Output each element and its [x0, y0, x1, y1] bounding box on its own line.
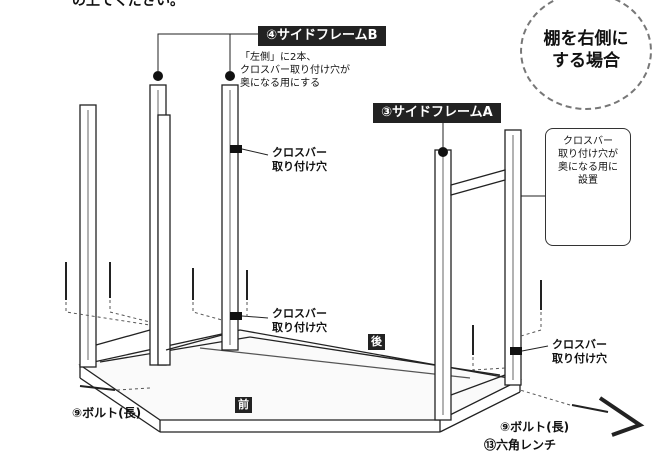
- bolt-long-label-right: ⑨ボルト(長): [500, 420, 570, 434]
- side-frame-a-top-bar: [450, 169, 506, 196]
- note-line: 奥になる用にする: [240, 78, 321, 89]
- side-frame-b-inner: [157, 114, 171, 366]
- side-frame-b-note: 「左側」に2本、 クロスバー取り付け穴が 奥になる用にする: [240, 51, 350, 90]
- circle-line: 棚を右側に: [543, 29, 629, 49]
- side-frame-a-front: [434, 149, 452, 421]
- side-frame-b-right: [221, 84, 239, 351]
- label-line: 取り付け穴: [272, 160, 327, 173]
- side-frame-a-label: ③サイドフレームA: [373, 103, 501, 123]
- label-line: クロスバー: [272, 307, 327, 320]
- front-marker: 前: [235, 397, 252, 413]
- circle-line: する場合: [552, 51, 620, 71]
- crossbar-hole-marker: [230, 145, 242, 153]
- label-line: クロスバー: [552, 338, 607, 351]
- side-frame-b-label: ④サイドフレームB: [258, 26, 386, 46]
- callout-line: 奥になる用に: [558, 162, 618, 173]
- note-line: 「左側」に2本、: [240, 52, 317, 63]
- hex-wrench-drawing: [598, 396, 645, 437]
- bolt-horizontal: [571, 404, 609, 413]
- label-line: クロスバー: [272, 146, 327, 159]
- post-cap-a: [438, 147, 448, 157]
- callout-line: 取り付け穴が: [558, 149, 618, 160]
- crossbar-hole-label-top: クロスバー 取り付け穴: [272, 146, 327, 174]
- crossbar-hole-label-bottom: クロスバー 取り付け穴: [272, 307, 327, 335]
- note-line: クロスバー取り付け穴が: [240, 65, 350, 76]
- label-line: 取り付け穴: [552, 352, 607, 365]
- hole-orientation-callout: クロスバー 取り付け穴が 奥になる用に 設置: [545, 128, 631, 246]
- hex-wrench-label: ⑬六角レンチ: [484, 438, 557, 452]
- crossbar-hole-marker: [230, 312, 242, 320]
- header-fragment: の上でください。: [72, 0, 184, 9]
- callout-line: クロスバー: [563, 136, 613, 147]
- bolt-long-label-left: ⑨ボルト(長): [72, 406, 142, 420]
- rear-marker: 後: [368, 334, 385, 350]
- side-frame-b-left-rear: [79, 104, 97, 368]
- post-cap-b-left: [153, 71, 163, 81]
- bolt-horizontal: [79, 385, 116, 391]
- label-line: 取り付け穴: [272, 321, 327, 334]
- side-frame-a-rear: [504, 129, 522, 386]
- right-side-shelf-circle: 棚を右側に する場合: [520, 0, 652, 110]
- crossbar-hole-label-right: クロスバー 取り付け穴: [552, 338, 607, 366]
- base-frame: [78, 329, 523, 433]
- callout-line: 設置: [578, 175, 598, 186]
- post-cap-b-right: [225, 71, 235, 81]
- crossbar-hole-marker: [510, 347, 522, 355]
